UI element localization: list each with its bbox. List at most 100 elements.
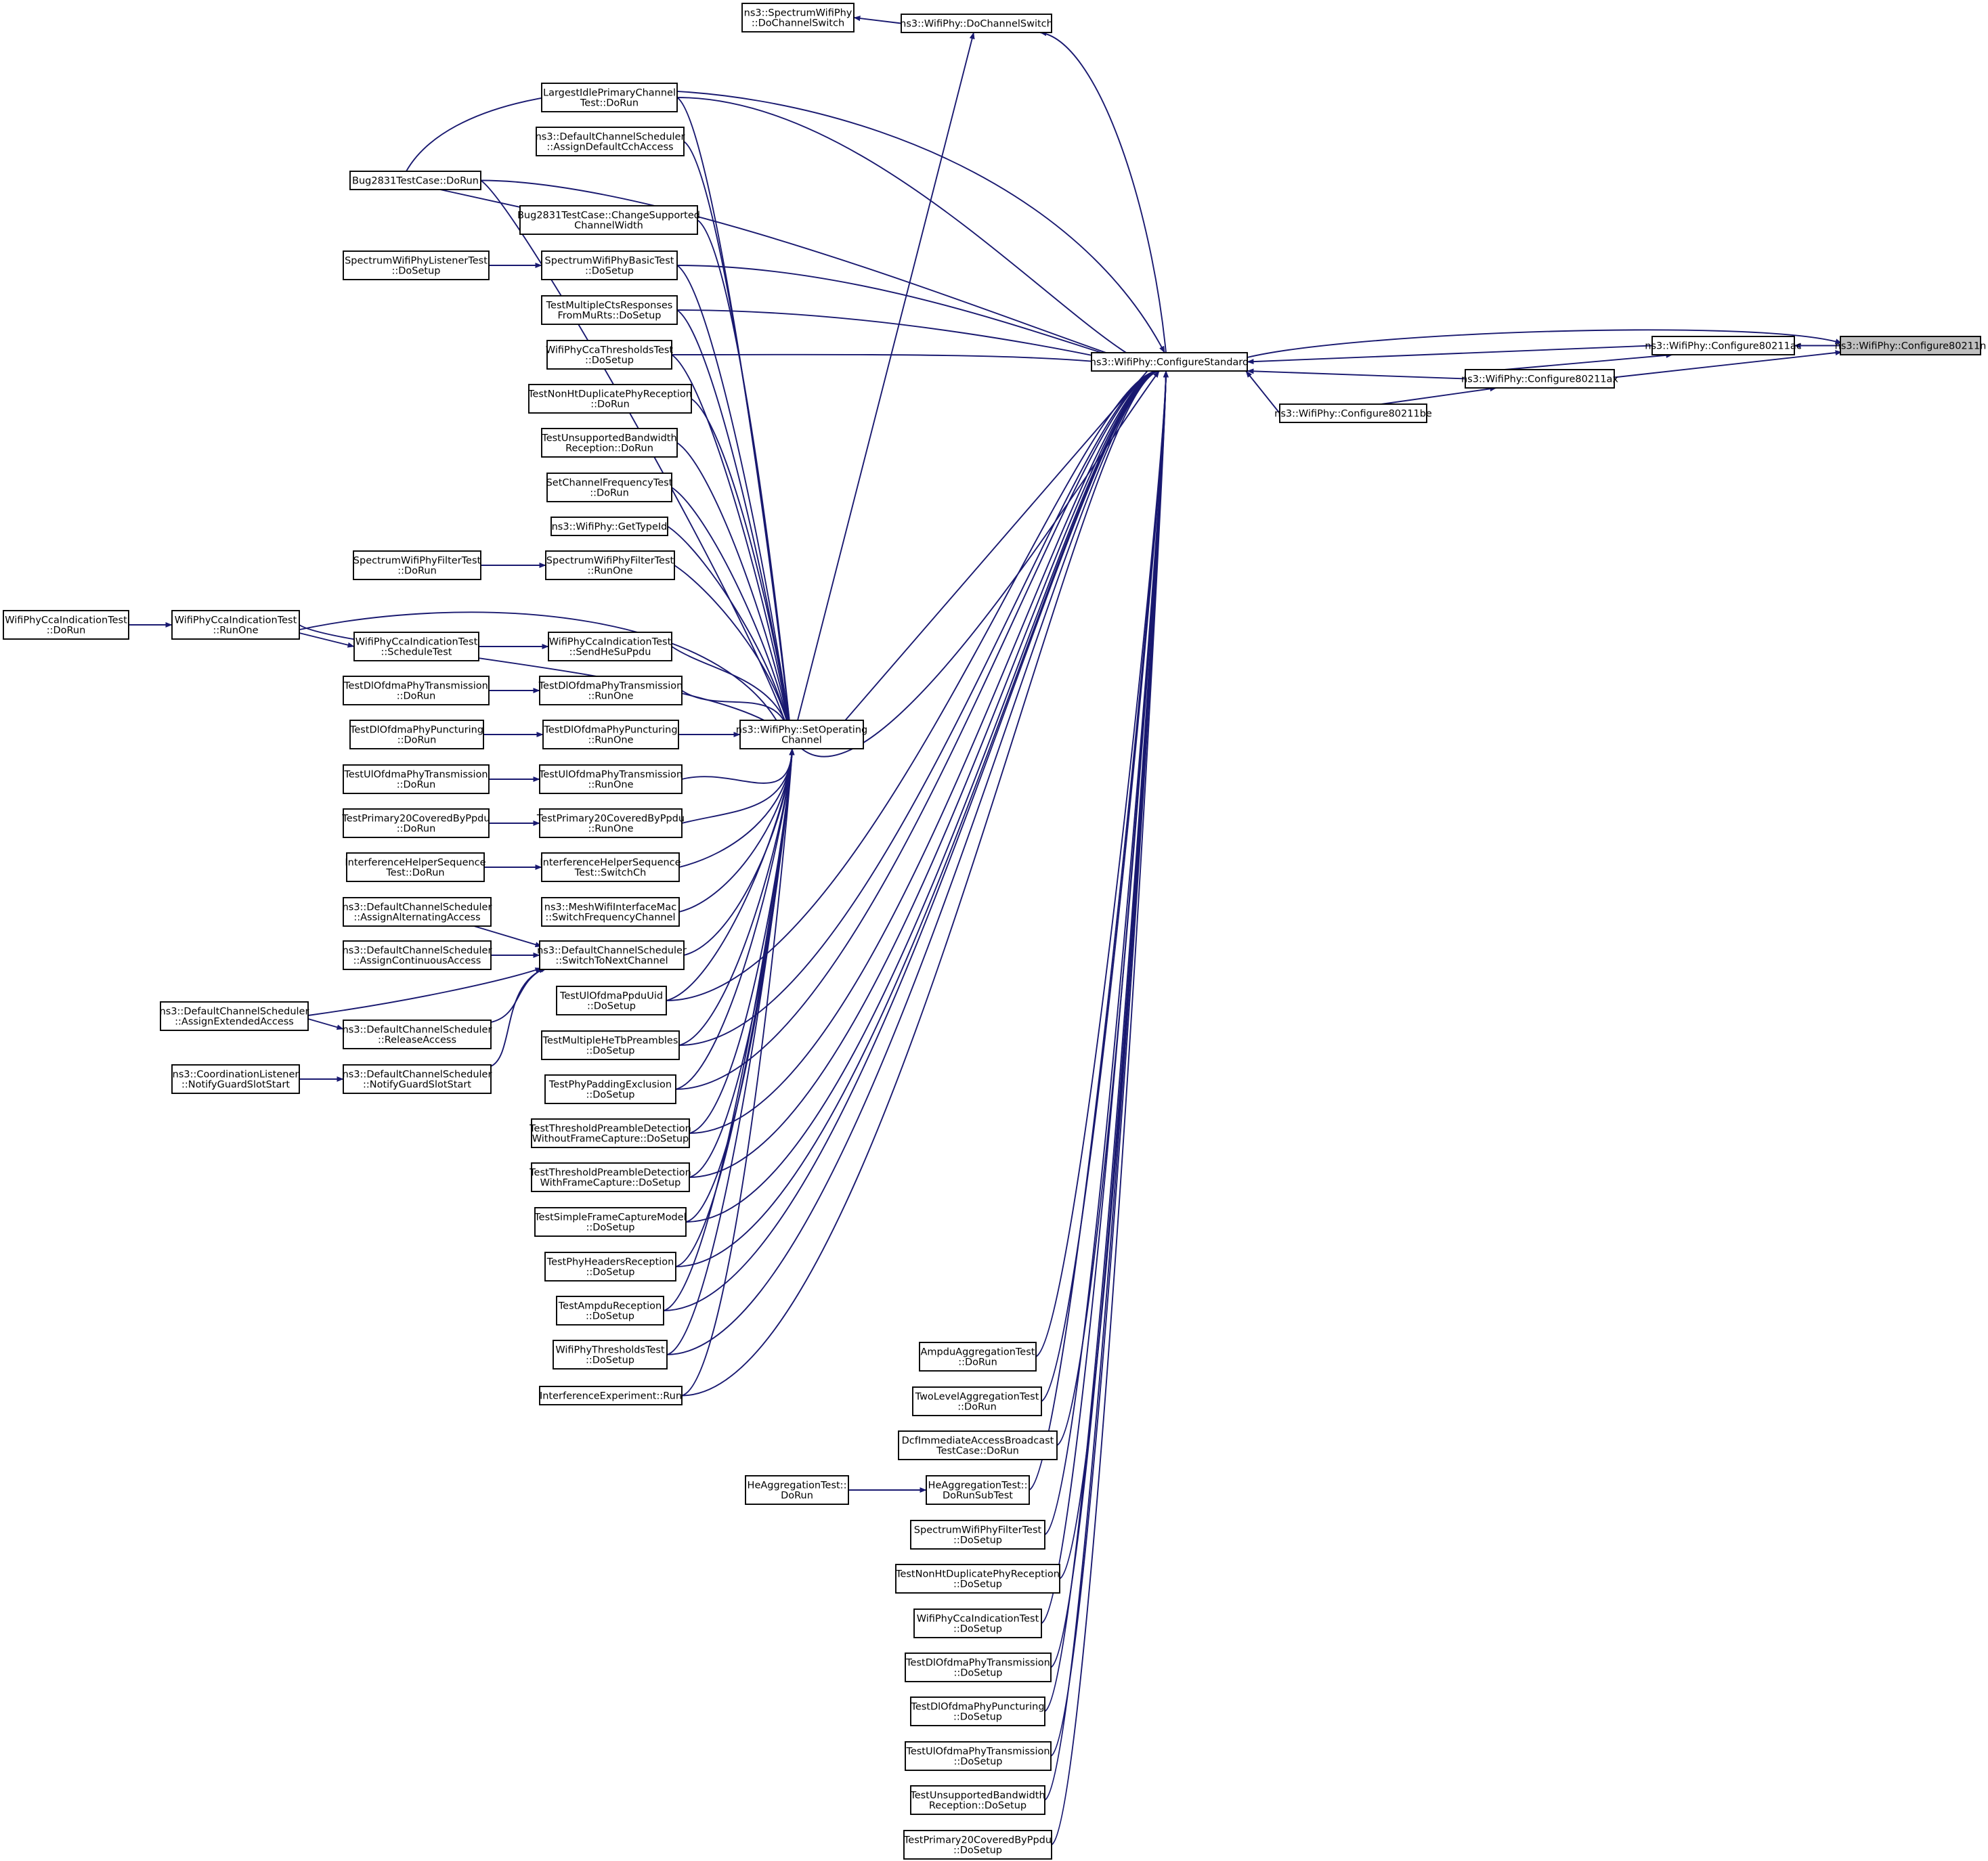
graph-node-simplecap[interactable]: TestSimpleFrameCaptureModel::DoSetup (534, 1207, 687, 1237)
node-label-line: FromMuRts::DoSetup (558, 311, 662, 322)
graph-node-dcfimm[interactable]: DcfImmediateAccessBroadcastTestCase::DoR… (898, 1430, 1058, 1460)
graph-node-ultxrunone[interactable]: TestUlOfdmaPhyTransmission::RunOne (538, 764, 683, 794)
graph-node-ulppduuid[interactable]: TestUlOfdmaPpduUid::DoSetup (556, 986, 667, 1015)
graph-node-c80211ax[interactable]: ns3::WifiPhy::Configure80211ax (1461, 369, 1618, 389)
node-label-line: WifiPhyCcaIndicationTest (355, 637, 478, 648)
graph-node-specdochsw[interactable]: ns3::SpectrumWifiPhy::DoChannelSwitch (741, 3, 855, 32)
graph-node-filterdorun[interactable]: SpectrumWifiPhyFilterTest::DoRun (353, 550, 481, 580)
graph-node-ultxdorun[interactable]: TestUlOfdmaPhyTransmission::DoRun (343, 764, 490, 794)
graph-node-ultxsetup[interactable]: TestUlOfdmaPhyTransmission::DoSetup (905, 1741, 1052, 1771)
node-box (539, 764, 683, 794)
graph-node-unsupbwsetup[interactable]: TestUnsupportedBandwidthReception::DoSet… (909, 1785, 1045, 1815)
node-box (912, 1386, 1042, 1416)
node-box (556, 986, 667, 1015)
graph-node-p20runone[interactable]: TestPrimary20CoveredByPpdu::RunOne (536, 808, 685, 838)
graph-node-speclistener[interactable]: SpectrumWifiPhyListenerTest::DoSetup (343, 250, 490, 280)
graph-node-heaggrun[interactable]: HeAggregationTest::DoRun (745, 1475, 849, 1505)
graph-node-focus[interactable]: ns3::WifiPhy::Configure80211n (1835, 336, 1987, 355)
graph-node-ccaindsched[interactable]: WifiPhyCcaIndicationTest::ScheduleTest (353, 632, 479, 661)
graph-node-cstd[interactable]: ns3::WifiPhy::ConfigureStandard (1090, 352, 1249, 372)
node-label-line: TwoLevelAggregationTest (915, 1392, 1039, 1403)
edge-ulppduuid-setop (666, 748, 795, 1001)
graph-node-coordnotify[interactable]: ns3::CoordinationListener::NotifyGuardSl… (171, 1064, 300, 1094)
graph-node-ccaindrunone[interactable]: WifiPhyCcaIndicationTest::RunOne (171, 610, 300, 640)
node-box (550, 517, 668, 536)
graph-node-nonhtrun[interactable]: TestNonHtDuplicatePhyReception::DoRun (527, 384, 692, 414)
graph-node-c80211be[interactable]: ns3::WifiPhy::Configure80211be (1274, 403, 1432, 423)
graph-node-bug2831chg[interactable]: Bug2831TestCase::ChangeSupportedChannelW… (517, 205, 700, 235)
graph-node-dlpuncsetup[interactable]: TestDlOfdmaPhyPuncturing::DoSetup (910, 1696, 1045, 1726)
graph-node-multihetb[interactable]: TestMultipleHeTbPreambles::DoSetup (541, 1030, 680, 1060)
graph-node-dlpuncrunone[interactable]: TestDlOfdmaPhyPuncturing::RunOne (542, 720, 679, 749)
graph-node-dltxsetup[interactable]: TestDlOfdmaPhyTransmission::DoSetup (905, 1652, 1052, 1682)
graph-node-p20dorun[interactable]: TestPrimary20CoveredByPpdu::DoRun (341, 808, 490, 838)
edge-phythresh-setop (666, 748, 795, 1355)
graph-node-dcsnotify[interactable]: ns3::DefaultChannelScheduler::NotifyGuar… (343, 1064, 492, 1094)
graph-node-c80211ac[interactable]: ns3::WifiPhy::Configure80211ac (1645, 336, 1802, 355)
edge-phypadding-setop (675, 748, 795, 1090)
node-box (546, 340, 672, 370)
graph-node-dlpuncdorun[interactable]: TestDlOfdmaPhyPuncturing::DoRun (349, 720, 484, 749)
graph-node-phythresh[interactable]: WifiPhyThresholdsTest::DoSetup (553, 1340, 668, 1370)
graph-node-filterrunone[interactable]: SpectrumWifiPhyFilterTest::RunOne (545, 550, 675, 580)
node-box (910, 1520, 1045, 1550)
node-label-line: ns3::WifiPhy::Configure80211n (1835, 341, 1987, 352)
graph-node-threshwo[interactable]: TestThresholdPreambleDetectionWithoutFra… (529, 1118, 691, 1148)
edge-ulppduuid-cstd (666, 366, 1164, 1001)
node-label-line: ns3::WifiPhy::Configure80211ax (1461, 374, 1618, 385)
node-label-line: ns3::WifiPhy::ConfigureStandard (1090, 357, 1249, 368)
graph-node-dcsassigndef[interactable]: ns3::DefaultChannelScheduler::AssignDefa… (536, 127, 685, 156)
graph-node-dcsalt[interactable]: ns3::DefaultChannelScheduler::AssignAlte… (343, 897, 492, 927)
graph-node-interfexp[interactable]: InterferenceExperiment::Run (539, 1386, 683, 1405)
graph-node-ccaindsetup[interactable]: WifiPhyCcaIndicationTest::DoSetup (913, 1608, 1042, 1638)
graph-node-gettypeid[interactable]: ns3::WifiPhy::GetTypeId (550, 517, 668, 536)
graph-node-nonhtsetup[interactable]: TestNonHtDuplicatePhyReception::DoSetup (895, 1564, 1060, 1594)
graph-node-meshswitch[interactable]: ns3::MeshWifiInterfaceMac::SwitchFrequen… (541, 897, 680, 927)
graph-node-ampduagg[interactable]: AmpduAggregationTest::DoRun (919, 1342, 1037, 1372)
node-label-line: TestUlOfdmaPpduUid (559, 991, 663, 1002)
graph-node-dcsswitch[interactable]: ns3::DefaultChannelScheduler::SwitchToNe… (537, 940, 687, 970)
edge-dlpuncsetup-cstd (1044, 370, 1169, 1712)
node-box (346, 852, 485, 882)
graph-node-specbasic[interactable]: SpectrumWifiPhyBasicTest::DoSetup (541, 250, 678, 280)
edge-ccaindrunone-setop (284, 611, 790, 749)
graph-node-dcsrel[interactable]: ns3::DefaultChannelScheduler::ReleaseAcc… (343, 1020, 492, 1049)
graph-node-multicts[interactable]: TestMultipleCtsResponsesFromMuRts::DoSet… (541, 295, 678, 325)
node-box (913, 1608, 1042, 1638)
graph-node-ampdurecv[interactable]: TestAmpduReception::DoSetup (556, 1296, 664, 1326)
graph-node-twolevel[interactable]: TwoLevelAggregationTest::DoRun (912, 1386, 1042, 1416)
edge-c80211be-cstd (1245, 370, 1280, 414)
graph-node-filtersetup[interactable]: SpectrumWifiPhyFilterTest::DoSetup (910, 1520, 1045, 1550)
graph-node-threshwith[interactable]: TestThresholdPreambleDetectionWithFrameC… (529, 1162, 691, 1192)
graph-node-setchfreq[interactable]: SetChannelFrequencyTest::DoRun (546, 473, 673, 502)
node-label-line: HeAggregationTest:: (748, 1481, 847, 1491)
node-label-line: TestUnsupportedBandwidth (909, 1791, 1045, 1801)
node-box (910, 1785, 1045, 1815)
node-label-line: WifiPhyCcaThresholdsTest (546, 345, 674, 356)
graph-node-phypadding[interactable]: TestPhyPaddingExclusion::DoSetup (544, 1074, 676, 1104)
node-box (541, 83, 678, 112)
graph-node-dltxrunone[interactable]: TestDlOfdmaPhyTransmission::RunOne (538, 676, 683, 705)
graph-node-ccainddorun[interactable]: WifiPhyCcaIndicationTest::DoRun (3, 610, 129, 640)
graph-node-ccaindsend[interactable]: WifiPhyCcaIndicationTest::SendHeSuPpdu (548, 632, 672, 661)
graph-node-bug2831run[interactable]: Bug2831TestCase::DoRun (349, 171, 481, 190)
node-label-line: ns3::MeshWifiInterfaceMac (544, 902, 676, 913)
graph-node-phyheaders[interactable]: TestPhyHeadersReception::DoSetup (544, 1252, 676, 1282)
graph-node-ccathresh[interactable]: WifiPhyCcaThresholdsTest::DoSetup (546, 340, 674, 370)
node-label-line: DoRun (781, 1491, 813, 1502)
graph-node-dcscont[interactable]: ns3::DefaultChannelScheduler::AssignCont… (343, 940, 492, 970)
edge-ultxrunone-setop (681, 748, 795, 784)
graph-node-dltxdorun[interactable]: TestDlOfdmaPhyTransmission::DoRun (343, 676, 490, 705)
graph-node-dochsw[interactable]: ns3::WifiPhy::DoChannelSwitch (900, 14, 1053, 33)
graph-node-dcsext[interactable]: ns3::DefaultChannelScheduler::AssignExte… (160, 1001, 309, 1031)
graph-node-p20setup[interactable]: TestPrimary20CoveredByPpdu::DoSetup (903, 1830, 1052, 1860)
node-label-line: ::RunOne (588, 735, 633, 746)
edge-largest-cstd (676, 97, 1164, 372)
graph-node-heaggsub[interactable]: HeAggregationTest::DoRunSubTest (926, 1475, 1030, 1505)
node-label-line: ::DoChannelSwitch (752, 18, 844, 29)
